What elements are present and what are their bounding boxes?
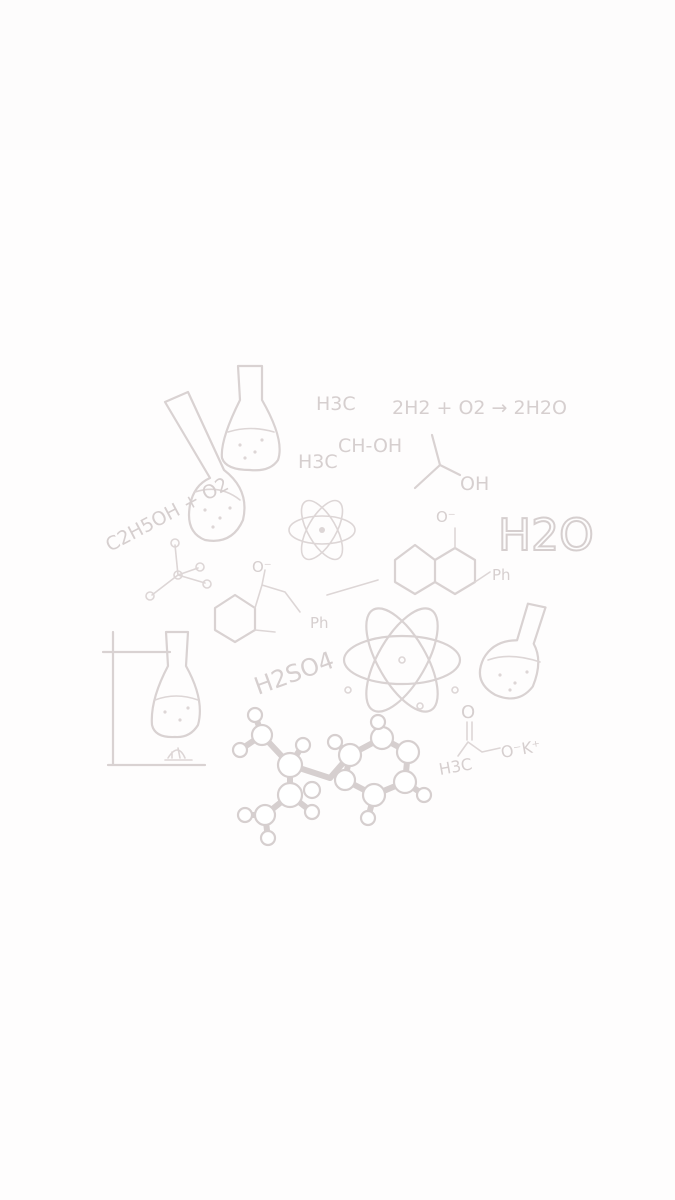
- atom-icon: [342, 607, 462, 713]
- h3c-bottom-label: H3C: [298, 451, 338, 473]
- ball-and-stick-molecule-icon: [231, 706, 433, 847]
- h3c-top-label: H3C: [316, 393, 356, 415]
- enolate-ring-left-icon: [213, 569, 301, 644]
- top-band: [0, 0, 675, 150]
- erlenmeyer-flask-icon: [220, 364, 281, 472]
- alcohol-skeleton-icon: [413, 433, 462, 490]
- small-atom-icon: [288, 499, 356, 561]
- tetrahedral-molecule-icon: [145, 538, 212, 601]
- acetate-salt-label: O⁻K⁺: [499, 736, 542, 762]
- ethanol-label: C2H5OH + O2: [102, 473, 232, 556]
- water-formula-label: H2O: [498, 510, 594, 561]
- enolate-ring-right-icon: [393, 527, 491, 596]
- oh-label: OH: [460, 473, 489, 495]
- reaction-label: 2H2 + O2 → 2H2O: [392, 397, 567, 419]
- round-flask-icon: [163, 390, 246, 542]
- carbonyl-oxygen-label: O: [461, 702, 475, 723]
- acetate-skeleton-icon: [457, 721, 501, 757]
- ph-right-label: Ph: [492, 566, 511, 584]
- enolate-o-minus-right-label: O⁻: [436, 508, 456, 526]
- connector-line: [326, 579, 379, 596]
- acetate-h3c-label: H3C: [437, 754, 473, 779]
- volumetric-flask-icon: [478, 602, 547, 700]
- sulfuric-acid-label: H2SO4: [250, 646, 337, 701]
- ch-oh-label: CH-OH: [338, 435, 402, 457]
- enolate-o-minus-left-label: O⁻: [252, 558, 272, 576]
- ph-left-label: Ph: [310, 614, 329, 632]
- lab-stand-icon: [101, 630, 207, 767]
